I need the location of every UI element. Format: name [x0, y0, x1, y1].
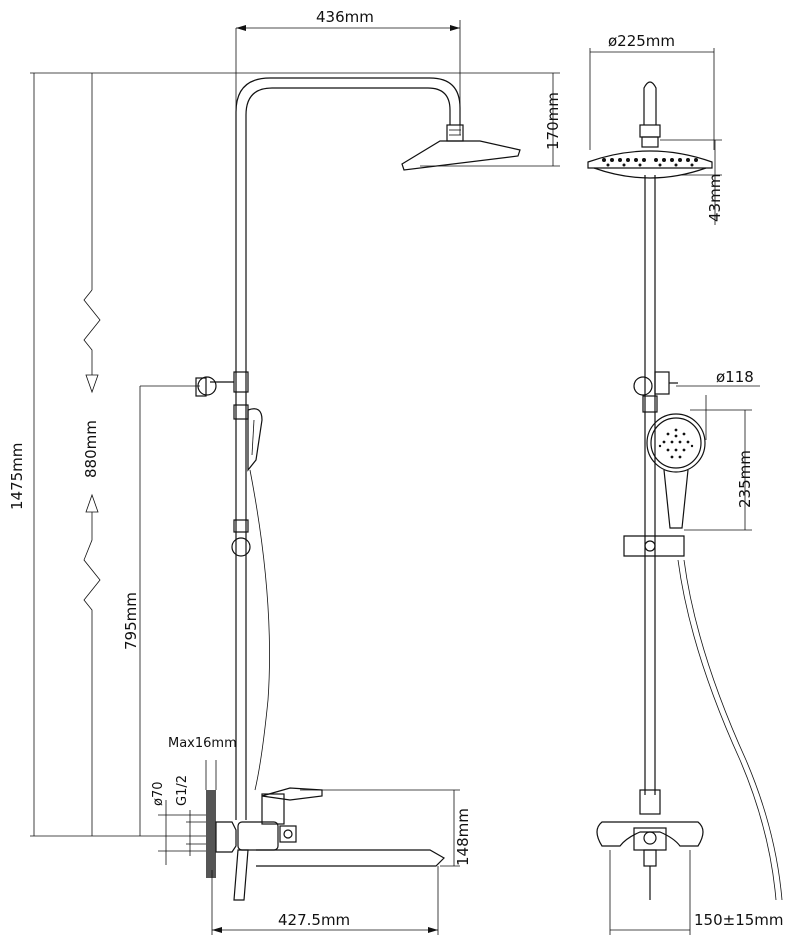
front-view: ø225mm 43mm	[587, 32, 784, 935]
hand-length-label: 235mm	[736, 450, 754, 508]
head-diameter-label: ø225mm	[608, 32, 675, 50]
hand-diameter-label: ø118	[716, 368, 754, 386]
head-thickness-label: 43mm	[706, 174, 724, 222]
max-wall-label: Max16mm	[168, 736, 237, 751]
side-view: 436mm 170mm 1475mm 880mm 795mm	[8, 8, 562, 935]
head-drop-label: 170mm	[544, 92, 562, 150]
wall-hatch	[206, 790, 216, 878]
rail-height-label: 880mm	[82, 420, 100, 478]
centers-label: 150±15mm	[694, 911, 784, 929]
mixer-holder-label: 795mm	[122, 592, 140, 650]
spout-height-label: 148mm	[454, 808, 472, 866]
arm-width-label: 436mm	[316, 8, 374, 26]
spout-reach-label: 427.5mm	[278, 911, 350, 929]
overall-height-label: 1475mm	[8, 443, 26, 510]
hand-shower-nozzles	[658, 428, 694, 459]
thread-label: G1/2	[175, 775, 190, 806]
outlet-diameter-label: ø70	[151, 782, 166, 807]
